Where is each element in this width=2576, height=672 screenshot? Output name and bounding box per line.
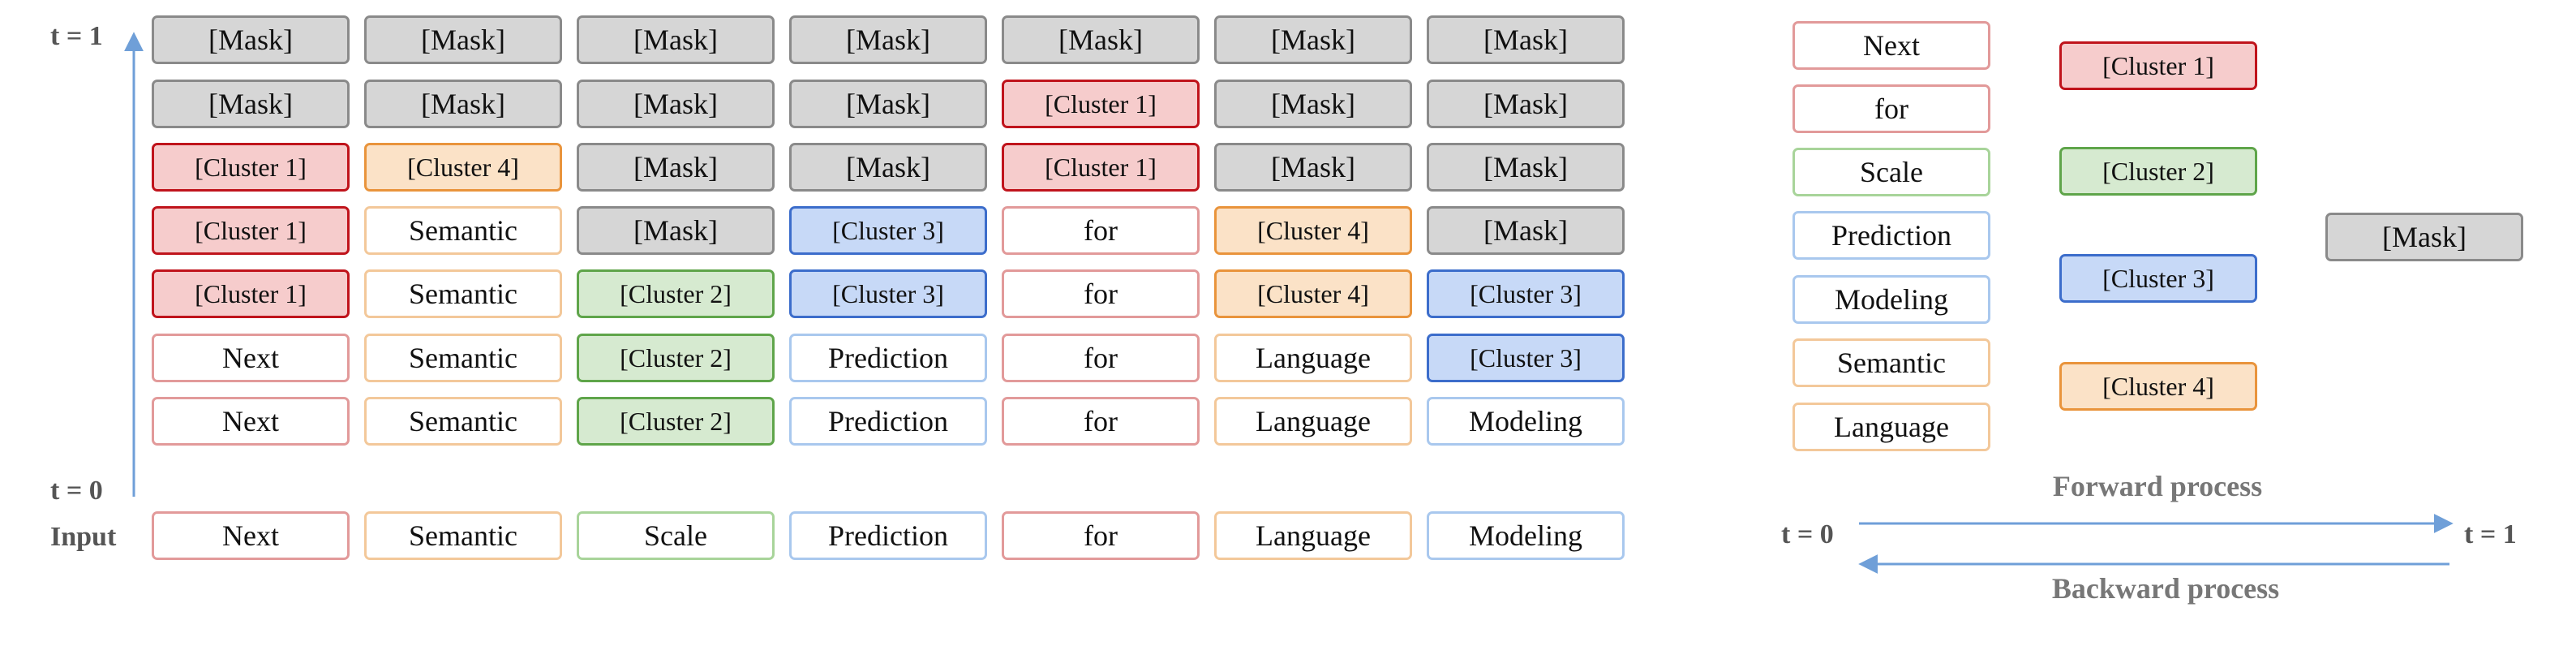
t0-label: t = 0 (50, 476, 103, 506)
token-cell: Language (1214, 397, 1412, 446)
token-cell: Modeling (1427, 397, 1625, 446)
token-cell: [Cluster 3] (789, 206, 987, 255)
token-cell: [Cluster 1] (152, 143, 350, 192)
token-cell: for (1002, 397, 1200, 446)
legend-word: Next (1792, 21, 1990, 70)
token-cell: [Mask] (364, 80, 562, 128)
token-cell: for (1002, 334, 1200, 382)
token-cell: Semantic (364, 334, 562, 382)
token-cell: [Cluster 1] (152, 206, 350, 255)
token-cell: [Cluster 4] (1214, 206, 1412, 255)
token-cell: [Cluster 2] (577, 397, 775, 446)
token-cell: [Mask] (789, 15, 987, 64)
legend-word: Scale (1792, 148, 1990, 196)
legend-mask: [Mask] (2325, 213, 2523, 261)
token-cell: [Mask] (152, 80, 350, 128)
token-cell: Prediction (789, 334, 987, 382)
backward-process-label: Backward process (2051, 572, 2280, 605)
token-cell: Semantic (364, 206, 562, 255)
token-cell: [Cluster 2] (577, 269, 775, 318)
token-cell: [Mask] (1214, 80, 1412, 128)
input-token: Scale (577, 511, 775, 560)
token-cell: [Mask] (789, 80, 987, 128)
token-cell: for (1002, 269, 1200, 318)
token-cell: [Mask] (152, 15, 350, 64)
legend-cluster: [Cluster 2] (2059, 147, 2257, 196)
token-cell: Semantic (364, 269, 562, 318)
token-cell: [Mask] (577, 15, 775, 64)
token-cell: Next (152, 397, 350, 446)
t1-label: t = 1 (50, 21, 103, 51)
token-cell: [Cluster 3] (789, 269, 987, 318)
token-cell: Prediction (789, 397, 987, 446)
input-token: Modeling (1427, 511, 1625, 560)
legend-word: Semantic (1792, 338, 1990, 387)
input-token: Prediction (789, 511, 987, 560)
token-cell: Language (1214, 334, 1412, 382)
token-cell: [Mask] (1214, 143, 1412, 192)
token-cell: [Mask] (1427, 206, 1625, 255)
forward-process-label: Forward process (2052, 470, 2263, 502)
token-cell: [Cluster 3] (1427, 269, 1625, 318)
token-cell: [Cluster 1] (1002, 80, 1200, 128)
token-cell: [Cluster 1] (1002, 143, 1200, 192)
legend-cluster: [Cluster 1] (2059, 41, 2257, 90)
token-cell: [Mask] (1427, 15, 1625, 64)
input-label: Input (50, 522, 117, 552)
process-start-label: t = 0 (1781, 519, 1834, 549)
token-cell: [Mask] (1002, 15, 1200, 64)
input-token: Language (1214, 511, 1412, 560)
token-cell: [Mask] (577, 143, 775, 192)
process-end-label: t = 1 (2464, 519, 2517, 549)
token-cell: [Mask] (789, 143, 987, 192)
token-cell: [Mask] (1427, 143, 1625, 192)
legend-cluster: [Cluster 3] (2059, 254, 2257, 303)
input-token: for (1002, 511, 1200, 560)
input-token: Next (152, 511, 350, 560)
legend-word: Modeling (1792, 275, 1990, 324)
token-cell: [Mask] (577, 206, 775, 255)
token-cell: [Cluster 2] (577, 334, 775, 382)
token-cell: for (1002, 206, 1200, 255)
token-cell: [Mask] (364, 15, 562, 64)
token-cell: Semantic (364, 397, 562, 446)
token-cell: [Mask] (1427, 80, 1625, 128)
token-cell: [Cluster 1] (152, 269, 350, 318)
input-token: Semantic (364, 511, 562, 560)
token-cell: Next (152, 334, 350, 382)
legend-cluster: [Cluster 4] (2059, 362, 2257, 411)
token-cell: [Mask] (1214, 15, 1412, 64)
token-cell: [Mask] (577, 80, 775, 128)
token-cell: [Cluster 4] (1214, 269, 1412, 318)
token-cell: [Cluster 4] (364, 143, 562, 192)
legend-word: for (1792, 84, 1990, 133)
token-cell: [Cluster 3] (1427, 334, 1625, 382)
legend-word: Language (1792, 403, 1990, 451)
legend-word: Prediction (1792, 211, 1990, 260)
